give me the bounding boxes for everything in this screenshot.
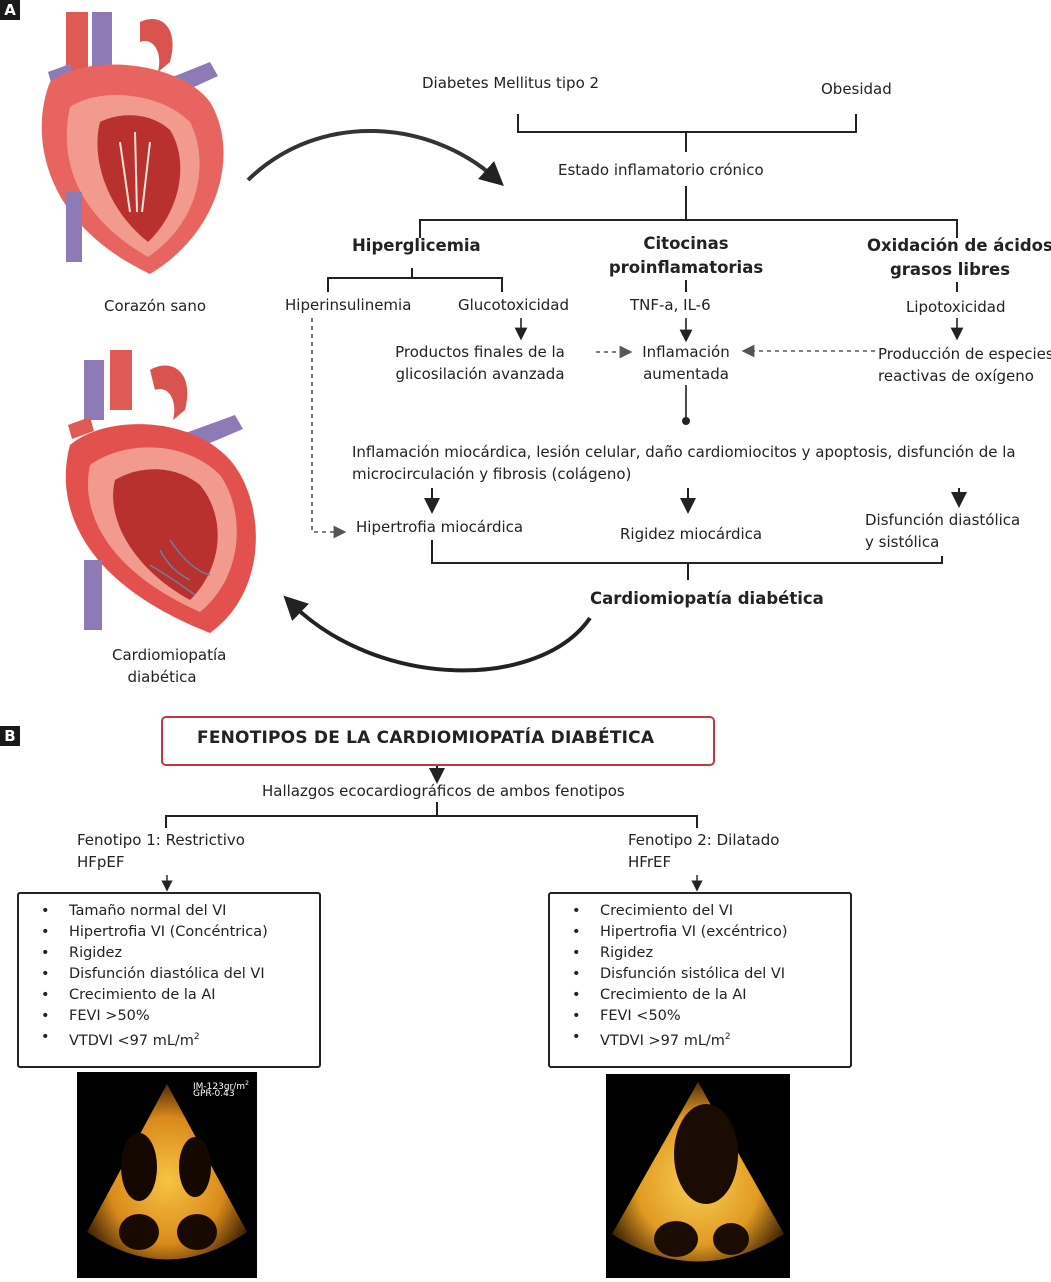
node-hyperglycemia: Hiperglicemia <box>352 236 481 255</box>
phenotype1-findings-box: Tamaño normal del VI Hipertrofia VI (Con… <box>17 892 321 1068</box>
list-item: VTDVI >97 mL/m2 <box>572 1027 850 1052</box>
list-item: VTDVI <97 mL/m2 <box>41 1027 319 1052</box>
list-item: Hipertrofia VI (excéntrico) <box>572 922 850 943</box>
superscript: 2 <box>245 1080 249 1087</box>
node-dysfunction-2: y sistólica <box>865 533 940 551</box>
label-diabetic-heart-1: Cardiomiopatía <box>112 646 227 664</box>
node-inflammation-1: Inflamación <box>642 343 730 361</box>
list-item-text: VTDVI >97 mL/m <box>600 1032 725 1049</box>
echo1-annotation-2: GPR-0.43 <box>193 1089 235 1099</box>
node-cytokines-2: proinflamatorias <box>608 258 764 277</box>
superscript: 2 <box>724 1032 731 1042</box>
list-item-text: VTDVI <97 mL/m <box>69 1032 194 1049</box>
node-tnf-il6: TNF-a, IL-6 <box>630 296 711 314</box>
node-age-2: glicosilación avanzada <box>395 365 565 383</box>
node-stiffness: Rigidez miocárdica <box>620 525 763 543</box>
echo-dilated-graphic <box>612 1082 784 1262</box>
node-diabetic-cardiomyopathy: Cardiomiopatía diabética <box>590 589 824 608</box>
phenotypes-title-box: FENOTIPOS DE LA CARDIOMIOPATÍA DIABÉTICA <box>161 716 715 766</box>
phenotype2-name: Fenotipo 2: Dilatado <box>628 831 780 849</box>
node-obesity: Obesidad <box>821 80 892 98</box>
node-hypertrophy: Hipertrofia miocárdica <box>356 518 524 536</box>
echo-restrictive-graphic <box>87 1084 247 1260</box>
node-hyperinsulinemia: Hiperinsulinemia <box>285 296 412 314</box>
node-echo-findings: Hallazgos ecocardiográficos de ambos fen… <box>262 782 625 800</box>
phenotypes-title: FENOTIPOS DE LA CARDIOMIOPATÍA DIABÉTICA <box>197 728 655 748</box>
phenotype1-findings-list: Tamaño normal del VI Hipertrofia VI (Con… <box>19 894 319 1052</box>
list-item: Rigidez <box>41 943 319 964</box>
node-glucotoxicity: Glucotoxicidad <box>458 296 570 314</box>
node-ros-1: Producción de especies <box>878 345 1051 363</box>
healthy-heart-illustration <box>41 12 224 274</box>
list-item: Crecimiento de la AI <box>572 985 850 1006</box>
node-dysfunction-1: Disfunción diastólica <box>865 511 1021 529</box>
diabetic-heart-illustration <box>65 350 256 633</box>
echo1-annotation-1: IM-123gr/m2 <box>193 1078 249 1093</box>
node-cytokines-1: Citocinas <box>643 234 729 253</box>
node-myocardial-damage-2: microcirculación y fibrosis (colágeno) <box>352 465 632 483</box>
echo1-mass-text: IM-123gr/m <box>193 1082 246 1092</box>
echo-image-dilated <box>606 1074 790 1278</box>
list-item: Hipertrofia VI (Concéntrica) <box>41 922 319 943</box>
list-item: FEVI >50% <box>41 1006 319 1027</box>
curved-arrow-bottom <box>283 595 592 673</box>
list-item: Disfunción sistólica del VI <box>572 964 850 985</box>
panel-a-label: A <box>0 0 20 20</box>
node-fatty-acid-1: Oxidación de ácidos <box>867 236 1051 255</box>
curved-arrow-top <box>246 129 504 186</box>
phenotype2-findings-list: Crecimiento del VI Hipertrofia VI (excén… <box>550 894 850 1052</box>
node-lipotoxicity: Lipotoxicidad <box>906 298 1006 316</box>
phenotype1-name: Fenotipo 1: Restrictivo <box>77 831 245 849</box>
list-item: FEVI <50% <box>572 1006 850 1027</box>
label-healthy-heart: Corazón sano <box>104 297 207 315</box>
node-ros-2: reactivas de oxígeno <box>878 367 1034 385</box>
phenotype2-hf: HFrEF <box>628 853 672 871</box>
node-diabetes: Diabetes Mellitus tipo 2 <box>422 74 600 92</box>
list-item: Crecimiento del VI <box>572 901 850 922</box>
node-myocardial-damage-1: Inflamación miocárdica, lesión celular, … <box>352 443 1016 461</box>
node-age-1: Productos finales de la <box>395 343 565 361</box>
connector-dot <box>682 417 690 425</box>
phenotype2-findings-box: Crecimiento del VI Hipertrofia VI (excén… <box>548 892 852 1068</box>
panel-b-label: B <box>0 726 20 746</box>
node-chronic-inflammation: Estado inflamatorio crónico <box>558 161 764 179</box>
list-item: Crecimiento de la AI <box>41 985 319 1006</box>
list-item: Disfunción diastólica del VI <box>41 964 319 985</box>
node-inflammation-2: aumentada <box>643 365 729 383</box>
phenotype1-hf: HFpEF <box>77 853 125 871</box>
label-diabetic-heart-2: diabética <box>127 668 197 686</box>
echo-image-restrictive: IM-123gr/m2 GPR-0.43 <box>77 1072 257 1278</box>
list-item: Rigidez <box>572 943 850 964</box>
superscript: 2 <box>193 1032 200 1042</box>
node-fatty-acid-2: grasos libres <box>889 260 1011 279</box>
list-item: Tamaño normal del VI <box>41 901 319 922</box>
